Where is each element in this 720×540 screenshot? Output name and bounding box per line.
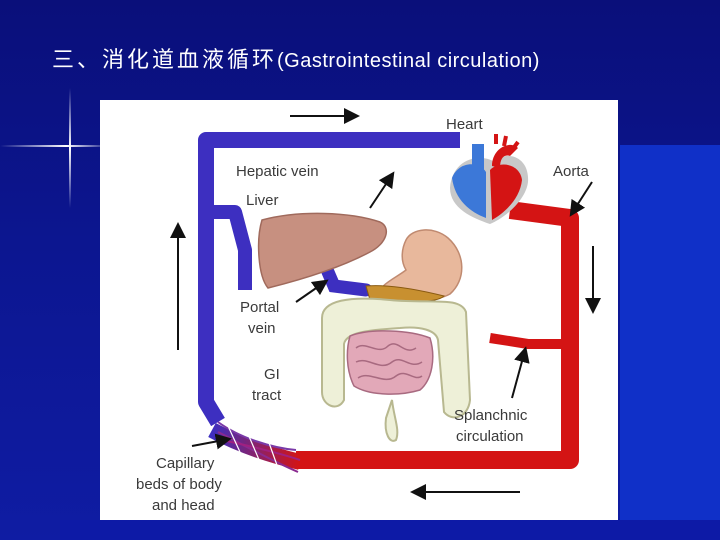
portal-vein-arrow <box>295 279 329 303</box>
label-and-head: and head <box>152 497 215 514</box>
label-liver: Liver <box>246 192 279 209</box>
sparkle-decoration-horizontal <box>0 145 110 147</box>
intestines-illustration <box>321 297 472 442</box>
background-band-bottom <box>60 520 720 540</box>
label-gi: GI <box>264 366 280 383</box>
label-circulation: circulation <box>456 428 524 445</box>
hepatic-vein-vessel <box>206 205 252 290</box>
label-capillary: Capillary <box>156 455 215 472</box>
label-aorta: Aorta <box>553 163 590 180</box>
splanchnic-arrow <box>511 346 530 399</box>
aorta-arrow <box>569 181 593 217</box>
hepatic-vein-arrow <box>369 171 395 209</box>
title-chinese: 三、消化道血液循环 <box>52 48 278 73</box>
slide-title: 三、消化道血液循环(Gastrointestinal circulation) <box>52 42 540 74</box>
heart-illustration <box>450 134 529 224</box>
label-hepatic-vein: Hepatic vein <box>236 163 319 180</box>
label-vein: vein <box>248 320 276 337</box>
portal-vein-vessel <box>321 265 373 297</box>
splanchnic-artery <box>489 333 570 349</box>
label-portal: Portal <box>240 299 279 316</box>
title-english: (Gastrointestinal circulation) <box>277 50 540 72</box>
label-beds-of-body: beds of body <box>136 476 222 493</box>
venous-return-path <box>198 132 460 427</box>
capillary-arrow <box>191 433 232 450</box>
label-tract: tract <box>252 387 282 404</box>
label-splanchnic: Splanchnic <box>454 407 528 424</box>
label-heart: Heart <box>446 116 484 133</box>
liver-illustration <box>257 212 388 289</box>
sparkle-decoration <box>69 88 71 208</box>
capillary-beds <box>208 421 302 473</box>
circulation-diagram: Heart Hepatic vein Liver Aorta Portal ve… <box>100 100 618 520</box>
background-panel-right <box>620 145 720 540</box>
